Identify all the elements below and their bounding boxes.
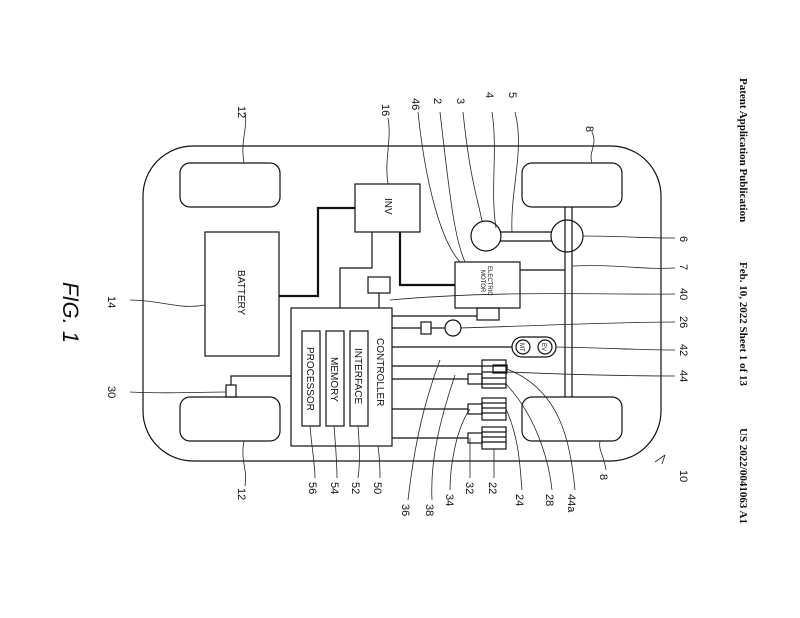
mode-switch-ev-circle (537, 339, 553, 355)
memory-label: MEMORY (328, 357, 339, 402)
battery-label: BATTERY (235, 270, 246, 316)
interface-block (349, 330, 369, 427)
wheel-front-bottom (179, 396, 281, 442)
controller-label: CONTROLLER (374, 338, 385, 406)
ref-7: 7 (677, 264, 689, 270)
ref-32: 32 (463, 482, 475, 494)
inverter-label: INV (382, 198, 393, 215)
ref-52: 52 (349, 482, 361, 494)
ref-22: 22 (486, 482, 498, 494)
ref-46: 46 (409, 98, 421, 110)
ref-44: 44 (677, 370, 689, 382)
ref-38: 38 (423, 504, 435, 516)
differential-circle (550, 219, 584, 253)
ref-3: 3 (454, 98, 466, 104)
ref-10: 10 (677, 470, 689, 482)
pedal-sensor-26-box (420, 321, 432, 335)
ref-5: 5 (506, 92, 518, 98)
wheel-rear-bottom (521, 396, 623, 442)
wheel-rear-top (521, 162, 623, 208)
battery-block (204, 231, 280, 357)
ref-34: 34 (443, 494, 455, 506)
signal-controller-inverter (339, 232, 373, 308)
pedal-unit-24 (467, 397, 507, 421)
electric-motor-label-2: MOTOR (479, 270, 485, 293)
pedal-unit-44 (467, 359, 508, 389)
processor-label: PROCESSOR (304, 347, 315, 411)
ref-12-top: 12 (235, 106, 247, 118)
ref-14: 14 (105, 296, 117, 308)
power-line-inverter-motor (398, 232, 455, 287)
header-pub-number: US 2022/0041063 A1 (737, 428, 749, 524)
ref-8-bottom: 8 (597, 474, 609, 480)
ref-26: 26 (677, 316, 689, 328)
power-line-battery-inverter (279, 206, 355, 298)
controller-block (290, 307, 393, 447)
ref-56: 56 (306, 482, 318, 494)
wheel-front-top (179, 162, 281, 208)
ref-2: 2 (431, 98, 443, 104)
ref-54: 54 (328, 482, 340, 494)
ref-30: 30 (105, 386, 117, 398)
memory-block (325, 330, 345, 427)
ref-8-top: 8 (583, 126, 595, 132)
header-date-sheet: Feb. 10, 2022 Sheet 1 of 13 (737, 262, 749, 387)
vehicle-body (142, 145, 662, 462)
signal-30-controller (230, 375, 291, 385)
ref-42: 42 (677, 344, 689, 356)
leader-lines (129, 111, 676, 501)
interface-label: INTERFACE (352, 348, 363, 404)
ref-28: 28 (543, 494, 555, 506)
gear-circle (470, 220, 502, 252)
header-publication: Patent Application Publication (737, 78, 749, 222)
ref-4: 4 (483, 92, 495, 98)
ref-6: 6 (677, 236, 689, 242)
mode-switch-ev-label: EV (540, 343, 546, 351)
figure-label: FIG. 1 (58, 282, 83, 343)
ref-50: 50 (371, 482, 383, 494)
ref-24: 24 (513, 494, 525, 506)
ref-36: 36 (399, 504, 411, 516)
electric-motor-label-1: ELECTRIC (486, 266, 492, 296)
motor-shaft-sensor (476, 307, 500, 321)
sensor-box-46 (367, 276, 391, 294)
ref-40: 40 (677, 288, 689, 300)
ref-44a: 44a (565, 494, 577, 513)
mode-switch-mt-circle (515, 339, 531, 355)
pedal-sensor-26-knob (444, 319, 462, 337)
ref-16: 16 (379, 104, 391, 116)
mode-switch-mt-label: MT (518, 343, 524, 352)
wheel-sensor-30 (225, 384, 237, 398)
ref-12-bottom: 12 (235, 488, 247, 500)
processor-block (301, 330, 321, 427)
pedal-unit-22 (467, 426, 507, 450)
